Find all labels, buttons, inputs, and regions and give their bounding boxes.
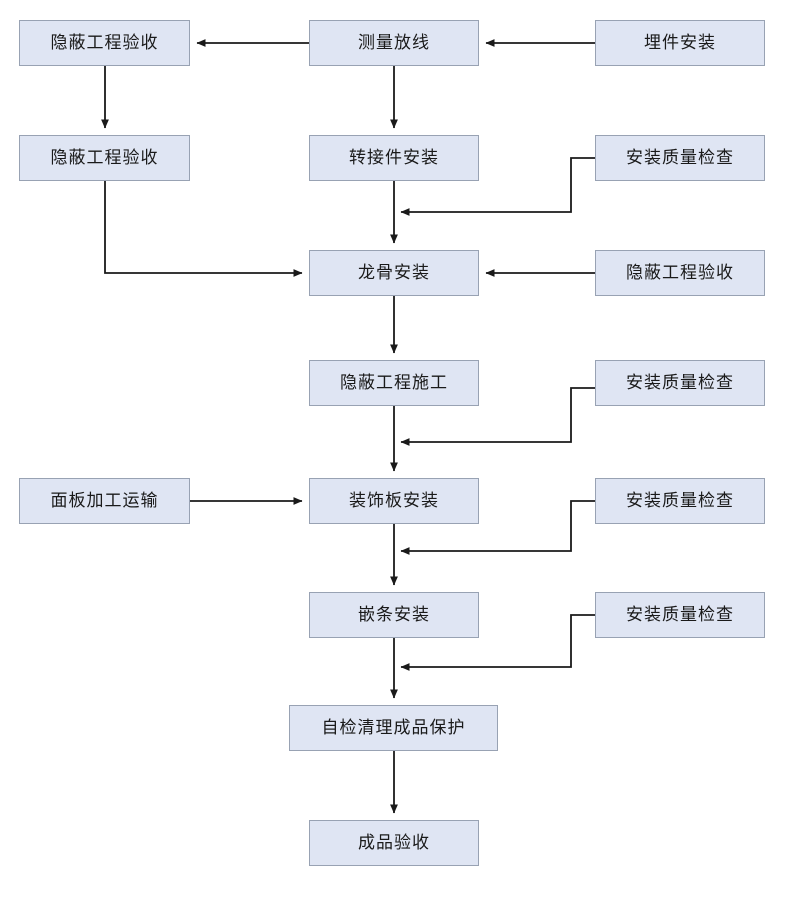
node-survey-setting-out[interactable]: 测量放线 (309, 20, 479, 66)
node-installation-quality-check-3[interactable]: 安装质量检查 (595, 478, 765, 524)
node-keel-installation[interactable]: 龙骨安装 (309, 250, 479, 296)
node-label: 隐蔽工程施工 (340, 372, 448, 393)
node-adapter-installation[interactable]: 转接件安装 (309, 135, 479, 181)
node-label: 嵌条安装 (358, 604, 430, 625)
node-label: 测量放线 (358, 32, 430, 53)
node-embedded-parts-installation[interactable]: 埋件安装 (595, 20, 765, 66)
node-label: 埋件安装 (644, 32, 716, 53)
node-label: 面板加工运输 (50, 490, 159, 511)
node-hidden-works-construction[interactable]: 隐蔽工程施工 (309, 360, 479, 406)
node-hidden-works-acceptance-2[interactable]: 隐蔽工程验收 (19, 135, 190, 181)
node-installation-quality-check-2[interactable]: 安装质量检查 (595, 360, 765, 406)
node-label: 安装质量检查 (626, 372, 734, 393)
node-label: 龙骨安装 (358, 262, 430, 283)
node-final-product-acceptance[interactable]: 成品验收 (309, 820, 479, 866)
flow-edge (104, 181, 303, 277)
node-label: 安装质量检查 (626, 490, 734, 511)
node-self-inspection-cleaning-protection[interactable]: 自检清理成品保护 (289, 705, 498, 751)
node-label: 转接件安装 (349, 147, 439, 168)
node-label: 自检清理成品保护 (321, 717, 466, 738)
node-installation-quality-check-4[interactable]: 安装质量检查 (595, 592, 765, 638)
node-installation-quality-check-1[interactable]: 安装质量检查 (595, 135, 765, 181)
node-label: 隐蔽工程验收 (626, 262, 734, 283)
node-hidden-works-acceptance-3[interactable]: 隐蔽工程验收 (595, 250, 765, 296)
node-trim-strip-installation[interactable]: 嵌条安装 (309, 592, 479, 638)
node-label: 安装质量检查 (626, 147, 734, 168)
node-panel-fabrication-transport[interactable]: 面板加工运输 (19, 478, 190, 524)
node-label: 装饰板安装 (349, 490, 439, 511)
node-label: 隐蔽工程验收 (50, 147, 159, 168)
node-label: 隐蔽工程验收 (50, 32, 159, 53)
node-hidden-works-acceptance-1[interactable]: 隐蔽工程验收 (19, 20, 190, 66)
node-label: 成品验收 (358, 832, 430, 853)
node-decorative-panel-installation[interactable]: 装饰板安装 (309, 478, 479, 524)
node-label: 安装质量检查 (626, 604, 734, 625)
